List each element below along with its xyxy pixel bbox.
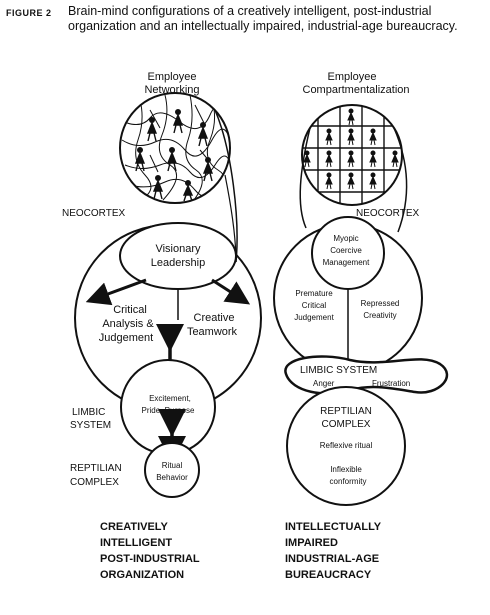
- left-diagram: Employee Networking NEOCO: [62, 71, 262, 581]
- frustration-label: Frustration: [372, 379, 410, 388]
- premature-line1: Premature: [295, 289, 333, 298]
- inflexible-line1: Inflexible: [330, 465, 362, 474]
- right-reptilian-line1: REPTILIAN: [320, 406, 372, 417]
- myopic-line3: Management: [323, 258, 370, 267]
- arrow-to-critical: [85, 278, 147, 306]
- anger-label: Anger: [313, 379, 335, 388]
- figure-caption: Brain-mind configurations of a creativel…: [68, 4, 458, 33]
- left-top-title-line2: Networking: [144, 84, 199, 96]
- creative-line2: Teamwork: [187, 326, 238, 338]
- left-bottom-title-line3: POST-INDUSTRIAL: [100, 553, 200, 565]
- visionary-leadership-oval: [119, 222, 237, 290]
- repressed-line2: Creativity: [363, 311, 396, 320]
- right-limbic-label: LIMBIC SYSTEM: [300, 365, 377, 376]
- right-top-title-line1: Employee: [328, 71, 377, 83]
- premature-line2: Critical: [302, 301, 327, 310]
- left-bottom-title-line2: INTELLIGENT: [100, 537, 172, 549]
- networking-figures: [134, 109, 214, 202]
- right-neocortex-label: NEOCORTEX: [356, 208, 419, 219]
- right-connector-line-left: [299, 127, 311, 229]
- ritual-line2: Behavior: [156, 473, 188, 482]
- left-limbic-label-line1: LIMBIC: [72, 407, 105, 418]
- right-bottom-title-line4: BUREAUCRACY: [285, 569, 372, 581]
- left-neocortex-label: NEOCORTEX: [62, 208, 125, 219]
- left-top-title-line1: Employee: [148, 71, 197, 83]
- inflexible-line2: conformity: [330, 477, 367, 486]
- repressed-line1: Repressed: [361, 299, 400, 308]
- visionary-line2: Leadership: [151, 257, 205, 269]
- left-reptilian-label-line1: REPTILIAN: [70, 463, 122, 474]
- right-reptilian-circle: [286, 386, 406, 506]
- arrow-to-creative: [211, 278, 251, 305]
- left-reptilian-label-line2: COMPLEX: [70, 477, 119, 488]
- right-bottom-title-line1: INTELLECTUALLY: [285, 521, 382, 533]
- myopic-line2: Coercive: [330, 246, 362, 255]
- excitement-line2: Pride, Purpose: [142, 406, 195, 415]
- compartment-figures: [303, 108, 399, 190]
- critical-line3: Judgement: [99, 332, 153, 344]
- myopic-line1: Myopic: [333, 234, 358, 243]
- left-connector-line: [214, 109, 238, 263]
- right-diagram: Employee Compartmentalization NEOCORT: [273, 71, 449, 581]
- critical-line1: Critical: [113, 304, 147, 316]
- left-bottom-title-line4: ORGANIZATION: [100, 569, 184, 581]
- critical-line2: Analysis &: [102, 318, 154, 330]
- right-top-title-line2: Compartmentalization: [303, 84, 410, 96]
- creative-line1: Creative: [194, 312, 235, 324]
- left-bottom-title-line1: CREATIVELY: [100, 521, 169, 533]
- reflexive-label: Reflexive ritual: [320, 441, 373, 450]
- right-reptilian-line2: COMPLEX: [322, 419, 371, 430]
- right-connector-line-right: [393, 127, 408, 233]
- left-reptilian-circle: [144, 442, 200, 498]
- left-limbic-label-line2: SYSTEM: [70, 420, 111, 431]
- right-bottom-title-line3: INDUSTRIAL-AGE: [285, 553, 379, 565]
- figure-label: FIGURE 2: [6, 8, 52, 18]
- network-lines: [120, 94, 230, 203]
- premature-line3: Judgement: [294, 313, 334, 322]
- excitement-line1: Excitement,: [149, 394, 191, 403]
- visionary-line1: Visionary: [155, 243, 201, 255]
- ritual-line1: Ritual: [162, 461, 183, 470]
- right-bottom-title-line2: IMPAIRED: [285, 537, 338, 549]
